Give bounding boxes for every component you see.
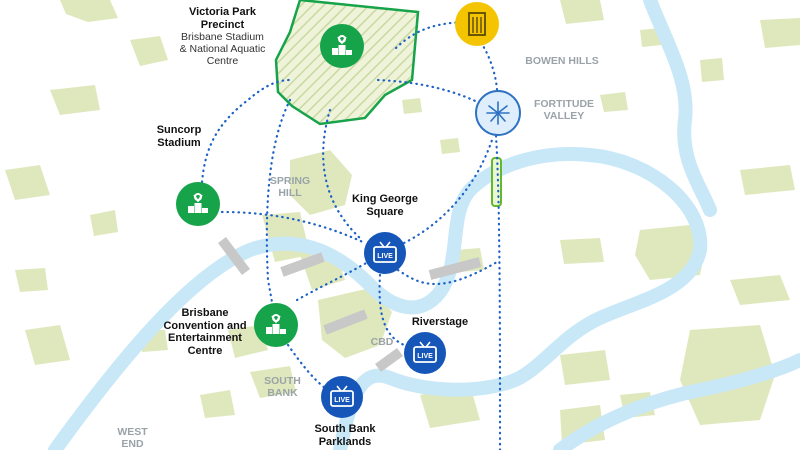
south-bank-title-2: Parklands	[318, 435, 372, 448]
convention-title-3: Entertainment	[168, 332, 242, 345]
king-george-square-label: King George Square	[340, 193, 430, 218]
west-end-label: WEST END	[110, 426, 155, 450]
stadium-podium-icon	[332, 35, 352, 55]
fireworks-icon	[486, 101, 510, 125]
cbd-label: CBD	[370, 336, 394, 348]
live-tv-icon: LIVE	[330, 385, 354, 407]
fortitude-valley-line-2: VALLEY	[543, 110, 585, 123]
brisbane-river	[48, 147, 708, 450]
bowen-hills-tower-marker[interactable]	[455, 2, 499, 46]
riverstage-label: Riverstage	[411, 316, 469, 328]
riverstage-marker[interactable]: LIVE	[404, 332, 446, 374]
victoria-park-sub-1: Brisbane Stadium	[181, 31, 264, 44]
victoria-park-title-1: Victoria Park	[188, 6, 257, 18]
fortitude-valley-line-1: FORTITUDE	[533, 98, 595, 110]
west-end-line-2: END	[121, 438, 144, 450]
bowen-hills-label: BOWEN HILLS	[525, 55, 599, 67]
king-george-square-marker[interactable]: LIVE	[364, 232, 406, 274]
south-bank-title-1: South Bank	[314, 423, 376, 435]
victoria-park-sub-2: & National Aquatic	[179, 43, 266, 56]
bikeway-segment	[491, 157, 502, 207]
convention-centre-label: Brisbane Convention and Entertainment Ce…	[155, 307, 255, 358]
south-bank-label: SOUTH BANK	[255, 375, 310, 399]
live-badge: LIVE	[417, 353, 433, 360]
south-bank-line-2: BANK	[267, 387, 298, 400]
convention-centre-marker[interactable]	[254, 303, 298, 347]
live-tv-icon: LIVE	[373, 241, 397, 263]
spring-hill-label: SPRING HILL	[260, 175, 320, 199]
south-bank-parklands-label: South Bank Parklands	[300, 423, 390, 448]
spring-hill-line-2: HILL	[278, 187, 302, 200]
live-badge: LIVE	[334, 397, 350, 404]
brisbane-river-lower	[553, 353, 800, 450]
live-tv-icon: LIVE	[413, 341, 437, 363]
king-george-title-2: Square	[366, 205, 404, 218]
victoria-park-sub-3: Centre	[206, 55, 239, 68]
bridges	[218, 237, 482, 373]
west-end-line-1: WEST	[117, 426, 148, 438]
suncorp-stadium-label: Suncorp Stadium	[140, 124, 218, 149]
south-bank-parklands-marker[interactable]: LIVE	[321, 376, 363, 418]
victoria-park-venue-marker[interactable]	[320, 24, 364, 68]
stadium-podium-icon	[188, 193, 208, 213]
suncorp-title-2: Stadium	[157, 136, 201, 149]
fortitude-valley-hub-marker[interactable]	[475, 90, 521, 136]
live-badge: LIVE	[377, 253, 393, 260]
king-george-title-1: King George	[351, 193, 418, 205]
convention-title-1: Brisbane	[181, 307, 229, 319]
building-icon	[468, 12, 486, 36]
suncorp-stadium-marker[interactable]	[176, 182, 220, 226]
victoria-park-title-2: Precinct	[200, 18, 245, 31]
victoria-park-label: Victoria Park Precinct Brisbane Stadium …	[160, 6, 285, 67]
fortitude-valley-label: FORTITUDE VALLEY	[524, 98, 604, 122]
parkland-areas	[5, 0, 800, 445]
suncorp-title-1: Suncorp	[156, 124, 202, 136]
spring-hill-line-1: SPRING	[269, 175, 311, 187]
south-bank-line-1: SOUTH	[264, 375, 301, 387]
convention-title-2: Convention and	[163, 319, 247, 332]
brisbane-river-upper	[643, 0, 717, 217]
convention-title-4: Centre	[187, 344, 223, 357]
stadium-podium-icon	[266, 314, 286, 334]
